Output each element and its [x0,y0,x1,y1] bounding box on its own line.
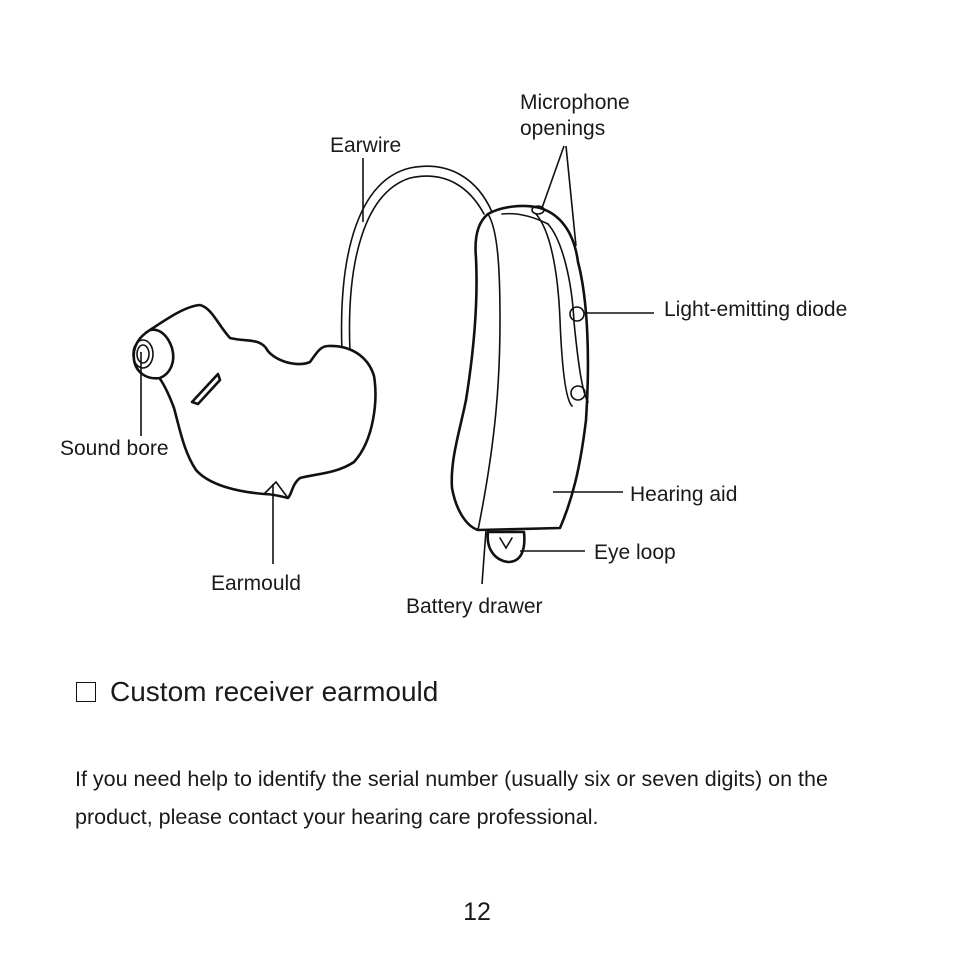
earwire-tube [340,165,493,353]
sound-bore-label: Sound bore [60,437,169,460]
option-label: Custom receiver earmould [110,676,439,707]
microphone-leader-1 [541,145,565,209]
page-number: 12 [463,898,491,926]
earwire-label: Earwire [330,134,401,157]
battery-drawer-leader [481,529,487,585]
hearing-aid-label: Hearing aid [630,483,737,506]
custom-receiver-option[interactable]: Custom receiver earmould [76,676,438,708]
led-label: Light-emitting diode [664,298,847,321]
eye-loop-label: Eye loop [594,541,676,564]
option-checkbox[interactable] [76,682,96,702]
microphone-label-line1: Microphone [520,91,630,114]
earmould-shape [132,303,377,500]
battery-drawer-label: Battery drawer [406,595,543,618]
microphone-label-line2: openings [520,117,605,140]
earmould-label: Earmould [211,572,301,595]
leader-lines [140,145,654,585]
help-paragraph: If you need help to identify the serial … [75,767,828,829]
hearing-aid-body [450,204,590,564]
microphone-leader-2 [565,145,577,247]
